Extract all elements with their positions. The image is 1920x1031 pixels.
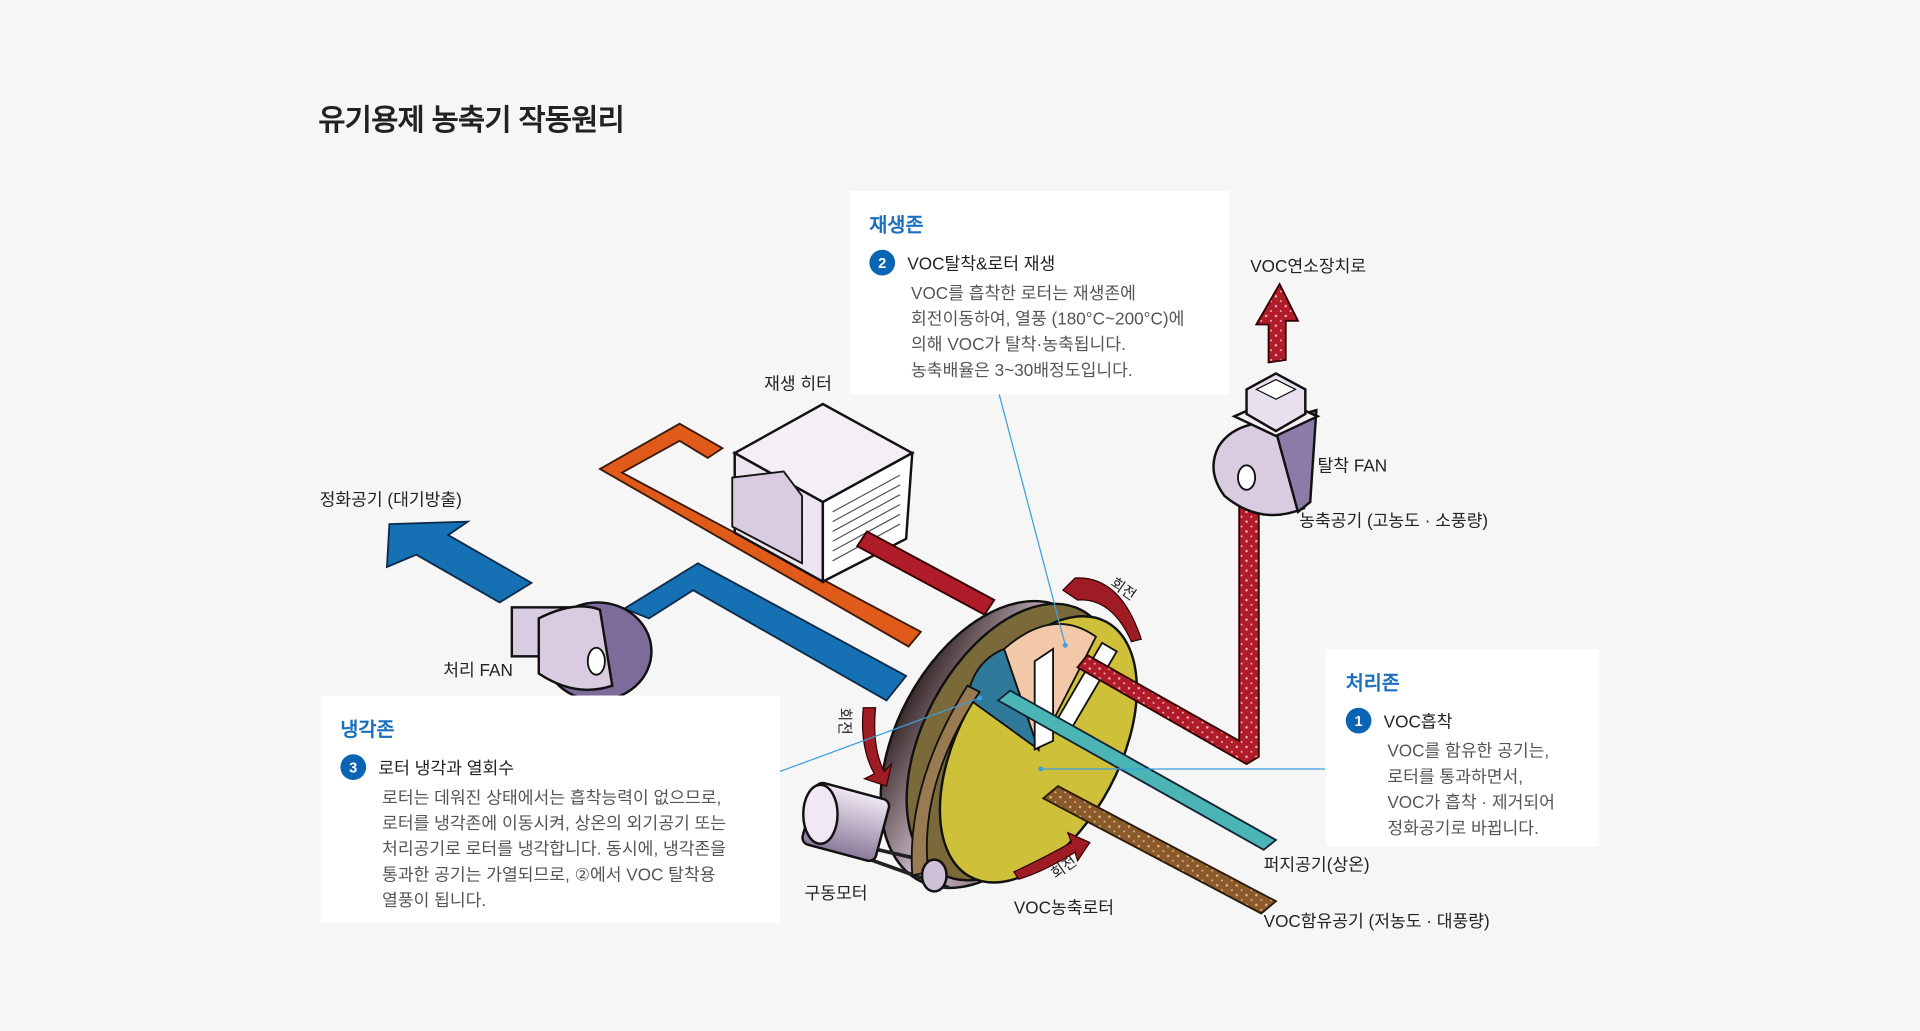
desc-line: VOC를 흡착한 로터는 재생존에 bbox=[911, 282, 1136, 303]
purified-air-label: 정화공기 (대기방출) bbox=[320, 490, 462, 510]
purified-air-arrow bbox=[385, 520, 534, 604]
desc-line: 농축배율은 3~30배정도입니다. bbox=[911, 360, 1133, 380]
desorption-fan bbox=[1212, 372, 1321, 517]
desc-line: 열풍이 됩니다. bbox=[382, 890, 487, 910]
heater-label: 재생 히터 bbox=[764, 373, 832, 393]
regeneration-heater bbox=[731, 402, 915, 584]
desc-line: 로터를 통과하면서, bbox=[1387, 766, 1524, 787]
rotation-arrow-bottom bbox=[1012, 831, 1091, 880]
drive-motor bbox=[801, 684, 981, 893]
desorption-fan-label: 탈착 FAN bbox=[1318, 455, 1388, 475]
leader-lines bbox=[779, 394, 1325, 773]
concentrated-air-label: 농축공기 (고농도 · 소풍량) bbox=[1299, 511, 1488, 531]
desc-line: 정화공기로 바뀝니다. bbox=[1387, 817, 1539, 838]
desc-line: VOC를 함유한 공기는, bbox=[1387, 740, 1550, 761]
step-title: 로터 냉각과 열회수 bbox=[378, 757, 515, 777]
drive-motor-label: 구동모터 bbox=[804, 883, 867, 903]
regeneration-zone-heading: 재생존 bbox=[869, 215, 924, 237]
desc-line: 통과한 공기는 가열되므로, ②에서 VOC 탈착용 bbox=[382, 864, 716, 885]
desc-line: 처리공기로 로터를 냉각합니다. 동시에, 냉각존을 bbox=[382, 838, 727, 859]
desc-line: VOC가 흡착 · 제거되어 bbox=[1387, 792, 1555, 812]
hot-air-duct bbox=[598, 422, 923, 648]
desc-line: 의해 VOC가 탈착·농축됩니다. bbox=[911, 334, 1126, 354]
voc-air-label: VOC함유공기 (저농도 · 대풍량) bbox=[1264, 911, 1490, 931]
to-incinerator-label: VOC연소장치로 bbox=[1250, 256, 1366, 276]
process-zone-box: 처리존 1 VOC흡착 VOC를 함유한 공기는, 로터를 통과하면서, VOC가… bbox=[1326, 648, 1600, 847]
step-badge: 3 bbox=[340, 754, 367, 781]
cooling-zone-heading: 냉각존 bbox=[340, 720, 395, 741]
rotation-label-left: 회전 bbox=[836, 708, 853, 735]
step-title: VOC탈착&로터 재생 bbox=[907, 252, 1056, 273]
desc-line: 로터를 냉각존에 이동시켜, 상온의 외기공기 또는 bbox=[382, 813, 727, 833]
process-fan-label: 처리 FAN bbox=[443, 660, 513, 680]
rotation-arrow-top bbox=[1061, 577, 1143, 643]
step-badge: 1 bbox=[1345, 707, 1372, 734]
process-fan bbox=[510, 601, 653, 702]
step-badge: 2 bbox=[869, 249, 896, 276]
cooling-zone-box: 냉각존 3 로터 냉각과 열회수 로터는 데워진 상태에서는 흡착능력이 없으므로… bbox=[320, 695, 781, 924]
rotation-arrow-left bbox=[861, 707, 893, 787]
regeneration-zone-box: 재생존 2 VOC탈착&로터 재생 VOC를 흡착한 로터는 재생존에 회전이동하… bbox=[849, 191, 1230, 395]
rotor-label: VOC농축로터 bbox=[1014, 897, 1114, 917]
to-incinerator-arrow bbox=[1254, 282, 1300, 364]
desc-line: 회전이동하여, 열풍 (180°C~200°C)에 bbox=[911, 308, 1185, 329]
purge-air-label: 퍼지공기(상온) bbox=[1264, 855, 1370, 875]
regeneration-air-duct bbox=[855, 530, 996, 616]
step-title: VOC흡착 bbox=[1383, 710, 1453, 731]
desc-line: 로터는 데워진 상태에서는 흡착능력이 없으므로, bbox=[382, 787, 722, 807]
page-title: 유기용제 농축기 작동원리 bbox=[318, 104, 625, 138]
voc-air-duct bbox=[1041, 785, 1278, 915]
process-zone-heading: 처리존 bbox=[1345, 673, 1400, 695]
purge-air-duct bbox=[996, 689, 1278, 851]
clean-air-duct bbox=[622, 562, 908, 702]
